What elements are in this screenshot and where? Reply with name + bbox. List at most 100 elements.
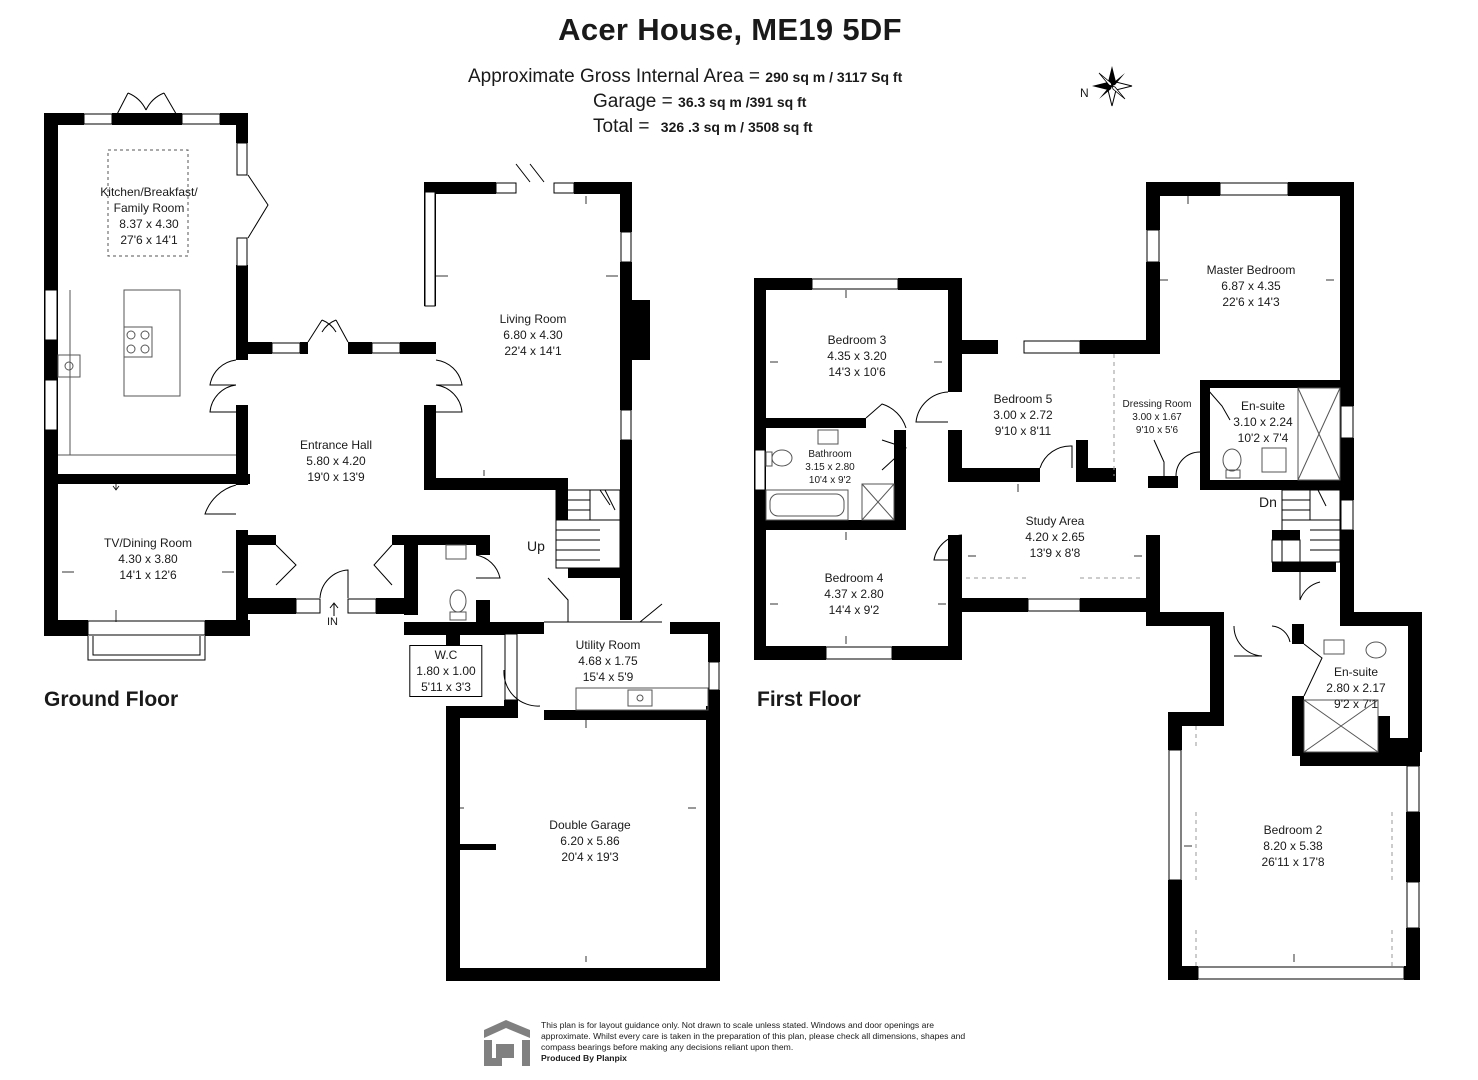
room-size-metric: 3.10 x 2.24	[1233, 415, 1293, 429]
room-size-metric: 4.37 x 2.80	[824, 587, 884, 601]
garage-area-label: Garage =	[593, 91, 673, 112]
room-size-imperial: 19'0 x 13'9	[307, 470, 365, 484]
room-label-en-suite-bedroom-2: En-suite 2.80 x 2.17 9'2 x 7'1	[1326, 664, 1385, 712]
compass-north-label: N	[1080, 86, 1089, 100]
room-size-imperial: 14'1 x 12'6	[119, 568, 177, 582]
stairs-down-label: Dn	[1259, 494, 1277, 510]
first-floor-dashed-lines	[966, 354, 1393, 966]
room-size-imperial: 14'3 x 10'6	[828, 365, 886, 379]
room-size-metric: 3.00 x 2.72	[993, 408, 1053, 422]
ground-floor-label: Ground Floor	[44, 688, 179, 711]
room-size-metric: 4.68 x 1.75	[578, 654, 638, 668]
room-label-study-area: Study Area 4.20 x 2.65 13'9 x 8'8	[1025, 513, 1084, 561]
room-size-metric: 3.00 x 1.67	[1132, 412, 1182, 423]
room-label-bathroom: Bathroom 3.15 x 2.80 10'4 x 9'2	[805, 448, 854, 487]
compass-rose-icon	[1092, 66, 1133, 107]
room-label-double-garage: Double Garage 6.20 x 5.86 20'4 x 19'3	[549, 817, 630, 865]
gross-area-line: Approximate Gross Internal Area = 290 sq…	[468, 66, 902, 88]
room-label-entrance-hall: Entrance Hall 5.80 x 4.20 19'0 x 13'9	[300, 437, 372, 485]
room-label-utility: Utility Room 4.68 x 1.75 15'4 x 5'9	[576, 637, 641, 685]
ground-floor-windows	[44, 113, 720, 701]
disclaimer: This plan is for layout guidance only. N…	[541, 1020, 981, 1064]
room-name: Bedroom 4	[824, 571, 884, 585]
room-size-imperial: 9'10 x 5'6	[1135, 425, 1179, 436]
ground-floor-doors	[111, 92, 663, 707]
room-size-imperial: 10'2 x 7'4	[1237, 431, 1289, 445]
first-floor-doors	[865, 389, 1323, 697]
dimension-ticks	[62, 196, 1334, 962]
stairs-up-label: Up	[527, 538, 545, 554]
room-size-metric: 4.20 x 2.65	[1025, 530, 1085, 544]
room-size-imperial: 9'10 x 8'11	[994, 424, 1052, 438]
room-label-living: Living Room 6.80 x 4.30 22'4 x 14'1	[500, 311, 567, 359]
room-size-metric: 5.80 x 4.20	[306, 454, 366, 468]
room-name: Bedroom 5	[993, 392, 1053, 406]
room-size-imperial: 10'4 x 9'2	[808, 475, 852, 486]
room-label-en-suite-master: En-suite 3.10 x 2.24 10'2 x 7'4	[1233, 398, 1292, 446]
room-size-imperial: 26'11 x 17'8	[1261, 855, 1325, 869]
room-name: Double Garage	[549, 818, 631, 832]
room-label-bedroom-4: Bedroom 4 4.37 x 2.80 14'4 x 9'2	[824, 570, 883, 618]
room-name: Bedroom 2	[1263, 823, 1323, 837]
room-size-metric: 2.80 x 2.17	[1326, 681, 1386, 695]
room-label-bedroom-5: Bedroom 5 3.00 x 2.72 9'10 x 8'11	[993, 391, 1052, 439]
room-label-tv-dining: TV/Dining Room 4.30 x 3.80 14'1 x 12'6	[104, 535, 192, 583]
room-size-metric: 6.20 x 5.86	[560, 834, 620, 848]
room-name: Bedroom 3	[827, 333, 887, 347]
page-title: Acer House, ME19 5DF	[558, 12, 902, 47]
room-size-metric: 3.15 x 2.80	[805, 462, 855, 473]
room-size-imperial: 22'6 x 14'3	[1222, 295, 1280, 309]
room-label-bedroom-3: Bedroom 3 4.35 x 3.20 14'3 x 10'6	[827, 332, 886, 380]
room-size-imperial: 22'4 x 14'1	[504, 344, 562, 358]
room-label-wc: W.C 1.80 x 1.00 5'11 x 3'3	[409, 645, 483, 697]
utility-fixtures	[575, 687, 709, 711]
room-name: En-suite	[1333, 665, 1379, 679]
wc-fixtures	[445, 544, 467, 621]
room-name: Entrance Hall	[299, 438, 373, 452]
room-size-metric: 6.80 x 4.30	[503, 328, 563, 342]
disclaimer-text: This plan is for layout guidance only. N…	[541, 1020, 966, 1052]
room-size-imperial: 5'11 x 3'3	[421, 680, 471, 694]
room-name: Kitchen/Breakfast/	[100, 185, 198, 199]
room-size-imperial: 9'2 x 7'1	[1334, 697, 1378, 711]
room-size-imperial: 20'4 x 19'3	[561, 850, 619, 864]
room-label-dressing-room: Dressing Room 3.00 x 1.67 9'10 x 5'6	[1123, 398, 1192, 437]
room-size-imperial: 15'4 x 5'9	[582, 670, 634, 684]
total-area-line: Total = 326 .3 sq m / 3508 sq ft	[593, 116, 813, 138]
first-floor-stairs	[1271, 489, 1341, 563]
first-floor-walls	[754, 182, 1422, 980]
room-size-imperial: 14'4 x 9'2	[828, 603, 880, 617]
room-label-kitchen: Kitchen/Breakfast/ Family Room 8.37 x 4.…	[100, 184, 197, 248]
entrance-arrow-icon	[329, 602, 339, 616]
total-area-label: Total =	[593, 116, 650, 137]
gross-area-value: 290 sq m / 3117 Sq ft	[765, 69, 903, 85]
room-name: En-suite	[1240, 399, 1286, 413]
room-size-metric: 4.35 x 3.20	[827, 349, 887, 363]
room-size-metric: 8.37 x 4.30	[119, 217, 179, 231]
room-size-metric: 6.87 x 4.35	[1221, 279, 1281, 293]
garage-area-value: 36.3 sq m /391 sq ft	[678, 94, 807, 110]
entrance-in-label: IN	[327, 616, 338, 628]
first-floor-label: First Floor	[757, 688, 861, 711]
kitchen-fixtures	[57, 149, 236, 456]
room-name: Living Room	[499, 312, 567, 326]
room-name: Dressing Room	[1122, 399, 1192, 410]
ground-floor-walls	[44, 113, 720, 981]
total-area-value: 326 .3 sq m / 3508 sq ft	[660, 119, 813, 135]
room-name: W.C	[434, 648, 458, 662]
room-name: Utility Room	[575, 638, 641, 652]
produced-by-label: Produced By Planpix	[541, 1053, 627, 1063]
room-size-imperial: 13'9 x 8'8	[1029, 546, 1081, 560]
room-name: Study Area	[1025, 514, 1085, 528]
room-size-metric: 8.20 x 5.38	[1263, 839, 1323, 853]
room-name: Master Bedroom	[1206, 263, 1296, 277]
room-name: Bathroom	[808, 449, 852, 460]
gross-area-label: Approximate Gross Internal Area =	[468, 66, 761, 87]
room-size-imperial: 27'6 x 14'1	[120, 233, 178, 247]
room-label-master-bedroom: Master Bedroom 6.87 x 4.35 22'6 x 14'3	[1207, 262, 1296, 310]
room-name: TV/Dining Room	[103, 536, 193, 550]
room-size-metric: 4.30 x 3.80	[118, 552, 178, 566]
room-name: Family Room	[113, 201, 185, 215]
bathroom-fixtures	[765, 387, 1387, 753]
